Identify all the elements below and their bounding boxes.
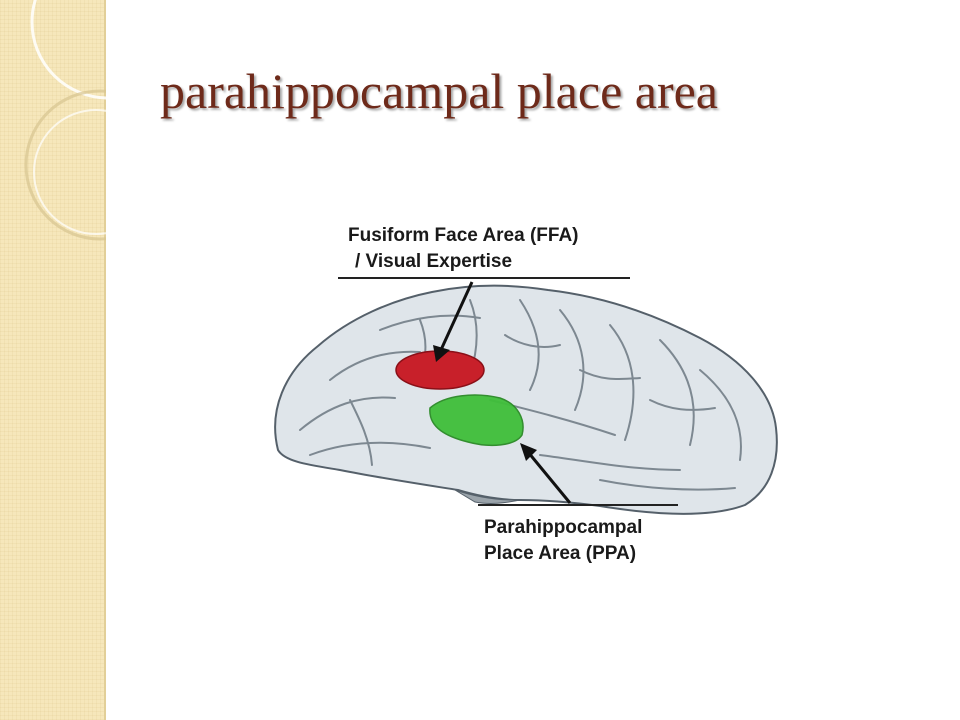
- ppa-label-line2: Place Area (PPA): [484, 543, 637, 564]
- ppa-label-line1: Parahippocampal: [484, 517, 643, 538]
- decorative-circles: [24, 0, 106, 241]
- brain-outline: [274, 284, 778, 515]
- ppa-region: [429, 394, 524, 447]
- decorative-side-strip: [0, 0, 106, 720]
- ffa-arrow: [438, 281, 474, 353]
- ffa-arrowhead: [433, 345, 450, 362]
- slide-title: parahippocampal place area: [160, 63, 718, 119]
- ppa-arrow: [526, 451, 572, 504]
- ffa-label-line2: / Visual Expertise: [355, 251, 513, 272]
- brainstem: [454, 489, 521, 504]
- ffa-label-line1: Fusiform Face Area (FFA): [348, 225, 579, 246]
- ppa-arrowhead: [520, 443, 537, 461]
